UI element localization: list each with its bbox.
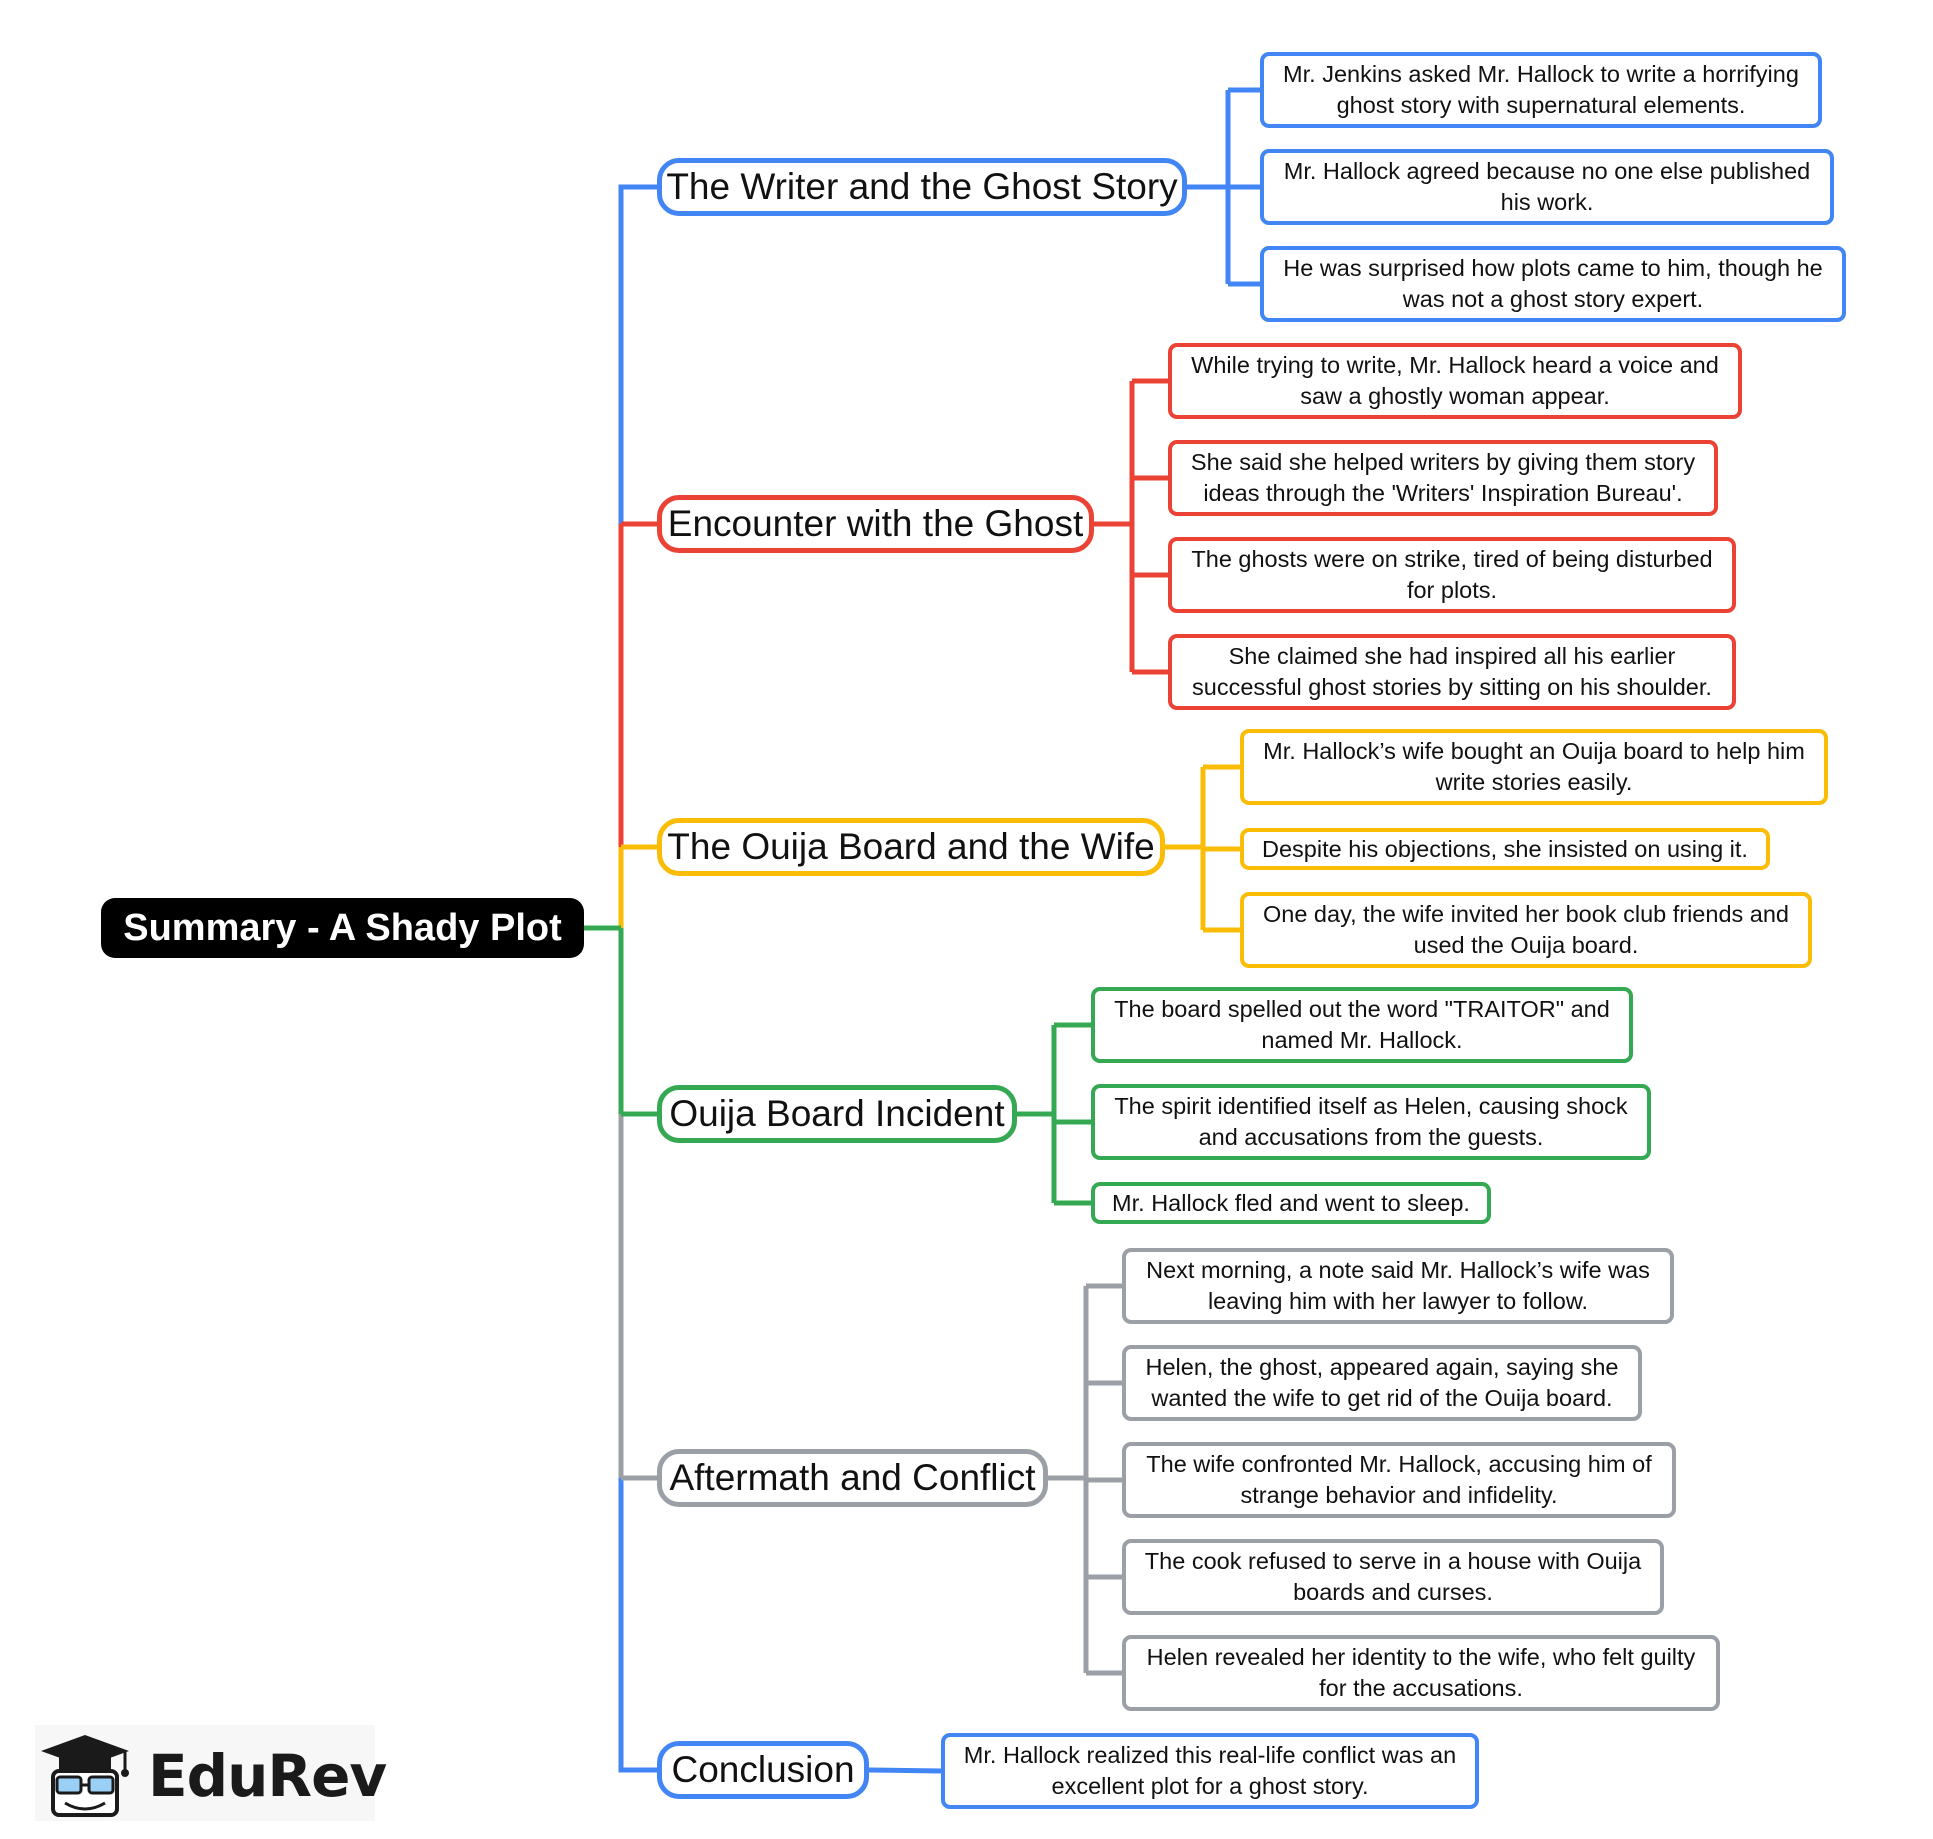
branch-writer-ghost-story: The Writer and the Ghost Story: [657, 158, 1187, 216]
leaf-text: Next morning, a note said Mr. Hallock’s …: [1146, 1257, 1650, 1314]
trunk-segment: [618, 184, 631, 524]
root-node: Summary - A Shady Plot: [101, 898, 584, 958]
leaf-text: The spirit identified itself as Helen, c…: [1114, 1093, 1628, 1150]
leaf-node: Helen, the ghost, appeared again, saying…: [1122, 1345, 1642, 1421]
branch-conclusion: Conclusion: [657, 1741, 869, 1799]
branch-encounter-ghost: Encounter with the Ghost: [657, 495, 1094, 553]
branch-ouija-incident: Ouija Board Incident: [657, 1085, 1017, 1143]
leaf-node: She said she helped writers by giving th…: [1168, 440, 1718, 516]
leaf-node: The board spelled out the word "TRAITOR"…: [1091, 987, 1633, 1063]
branch-label: Aftermath and Conflict: [669, 1457, 1036, 1498]
leaf-text: Mr. Hallock fled and went to sleep.: [1112, 1189, 1470, 1216]
leaf-text: Mr. Jenkins asked Mr. Hallock to write a…: [1283, 61, 1799, 118]
leaf-node: The ghosts were on strike, tired of bein…: [1168, 537, 1736, 613]
branch-label: The Ouija Board and the Wife: [667, 826, 1155, 867]
branch-label: Ouija Board Incident: [669, 1093, 1005, 1134]
branch-ouija-board-wife: The Ouija Board and the Wife: [657, 818, 1165, 876]
branch-aftermath-conflict: Aftermath and Conflict: [657, 1449, 1048, 1507]
leaf-node: While trying to write, Mr. Hallock heard…: [1168, 343, 1742, 419]
leaf-node: She claimed she had inspired all his ear…: [1168, 634, 1736, 710]
leaf-node: He was surprised how plots came to him, …: [1260, 246, 1846, 322]
leaf-text: Helen, the ghost, appeared again, saying…: [1145, 1354, 1619, 1411]
leaf-node: The cook refused to serve in a house wit…: [1122, 1539, 1664, 1615]
branch-label: The Writer and the Ghost Story: [666, 166, 1178, 207]
leaf-node: The wife confronted Mr. Hallock, accusin…: [1122, 1442, 1676, 1518]
branch-label: Conclusion: [671, 1749, 855, 1790]
leaf-node: Next morning, a note said Mr. Hallock’s …: [1122, 1248, 1674, 1324]
leaf-node: Mr. Hallock fled and went to sleep.: [1091, 1182, 1491, 1224]
root-label: Summary - A Shady Plot: [123, 906, 562, 949]
leaf-text: The cook refused to serve in a house wit…: [1144, 1548, 1642, 1605]
leaf-node: Mr. Hallock realized this real-life conf…: [941, 1733, 1479, 1809]
leaf-node: Helen revealed her identity to the wife,…: [1122, 1635, 1720, 1711]
leaf-node: Despite his objections, she insisted on …: [1240, 828, 1770, 870]
leaf-text: Helen revealed her identity to the wife,…: [1146, 1644, 1696, 1701]
leaf-node: Mr. Jenkins asked Mr. Hallock to write a…: [1260, 52, 1822, 128]
leaf-text: Mr. Hallock realized this real-life conf…: [963, 1742, 1457, 1799]
trunk-segment: [618, 1478, 631, 1773]
leaf-node: Mr. Hallock’s wife bought an Ouija board…: [1240, 729, 1828, 805]
leaf-text: One day, the wife invited her book club …: [1262, 901, 1790, 958]
branch-label: Encounter with the Ghost: [667, 503, 1084, 544]
leaf-connector: [868, 1767, 942, 1774]
leaf-text: Despite his objections, she insisted on …: [1262, 835, 1748, 862]
leaf-text: The wife confronted Mr. Hallock, accusin…: [1146, 1451, 1652, 1508]
graduation-cap-reader-icon: [35, 1725, 375, 1821]
leaf-text: She claimed she had inspired all his ear…: [1192, 643, 1712, 700]
leaf-node: The spirit identified itself as Helen, c…: [1091, 1084, 1651, 1160]
edurev-logo-text: EduRev: [148, 1742, 387, 1810]
leaf-text: He was surprised how plots came to him, …: [1283, 255, 1823, 312]
leaf-text: The ghosts were on strike, tired of bein…: [1191, 546, 1713, 603]
leaf-text: The board spelled out the word "TRAITOR"…: [1114, 996, 1610, 1053]
leaf-text: While trying to write, Mr. Hallock heard…: [1191, 352, 1719, 409]
leaf-node: One day, the wife invited her book club …: [1240, 892, 1812, 968]
leaf-text: Mr. Hallock’s wife bought an Ouija board…: [1263, 738, 1805, 795]
leaf-text: She said she helped writers by giving th…: [1190, 449, 1696, 506]
leaf-text: Mr. Hallock agreed because no one else p…: [1283, 158, 1811, 215]
leaf-node: Mr. Hallock agreed because no one else p…: [1260, 149, 1834, 225]
